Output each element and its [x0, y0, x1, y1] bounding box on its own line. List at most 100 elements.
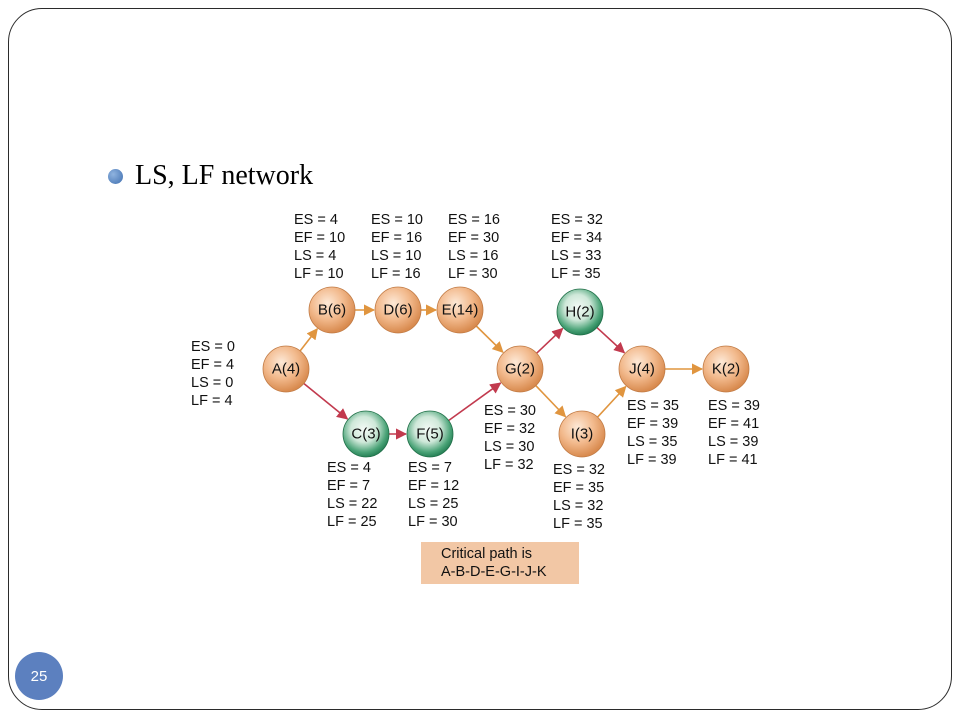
node-A: A(4) — [262, 345, 310, 393]
time-line: LF = 30 — [408, 514, 458, 530]
node-label: F(5) — [416, 426, 444, 443]
node-label: E(14) — [442, 302, 479, 319]
time-line: LF = 35 — [551, 266, 601, 282]
time-line: LF = 39 — [627, 452, 677, 468]
time-line: ES = 4 — [327, 460, 371, 476]
time-line: ES = 10 — [371, 212, 423, 228]
times-H: ES = 32 EF = 34 LS = 33 LF = 35 — [551, 212, 603, 282]
node-D: D(6) — [374, 286, 422, 334]
time-line: EF = 30 — [448, 230, 499, 246]
node-label: J(4) — [629, 361, 655, 378]
node-label: K(2) — [712, 361, 740, 378]
node-label: I(3) — [571, 426, 594, 443]
node-circle — [342, 410, 390, 458]
critical-path-title: Critical path is — [441, 546, 533, 562]
node-circle — [406, 410, 454, 458]
node-circle — [702, 345, 750, 393]
time-line: EF = 39 — [627, 416, 678, 432]
time-line: LS = 16 — [448, 248, 498, 264]
node-K: K(2) — [702, 345, 750, 393]
node-I: I(3) — [558, 410, 606, 458]
node-B: B(6) — [308, 286, 356, 334]
times-D: ES = 10 EF = 16 LS = 10 LF = 16 — [371, 212, 423, 282]
times-I: ES = 32 EF = 35 LS = 32 LF = 35 — [553, 462, 605, 532]
times-E: ES = 16 EF = 30 LS = 16 LF = 30 — [448, 212, 500, 282]
edge-H-J — [596, 326, 626, 354]
time-line: LS = 0 — [191, 375, 233, 391]
bullet-dot-icon — [108, 168, 123, 184]
times-J: ES = 35 EF = 39 LS = 35 LF = 39 — [627, 398, 679, 468]
node-label: B(6) — [318, 302, 346, 319]
time-line: ES = 7 — [408, 460, 452, 476]
critical-path-box: Critical path is A-B-D-E-G-I-J-K — [421, 542, 579, 584]
time-line: ES = 0 — [191, 339, 235, 355]
bullet-item: LS, LF network — [108, 160, 313, 192]
time-line: LS = 39 — [708, 434, 758, 450]
node-C: C(3) — [342, 410, 390, 458]
time-line: LF = 16 — [371, 266, 421, 282]
edge-G-I — [535, 385, 567, 418]
node-label: D(6) — [383, 302, 412, 319]
time-line: LS = 32 — [553, 498, 603, 514]
time-line: LF = 25 — [327, 514, 377, 530]
time-line: EF = 12 — [408, 478, 459, 494]
time-line: EF = 10 — [294, 230, 345, 246]
time-line: LF = 30 — [448, 266, 498, 282]
critical-path-sequence: A-B-D-E-G-I-J-K — [441, 564, 547, 580]
time-line: LS = 30 — [484, 439, 534, 455]
time-line: LS = 35 — [627, 434, 677, 450]
node-circle — [618, 345, 666, 393]
time-line: EF = 34 — [551, 230, 602, 246]
time-line: EF = 35 — [553, 480, 604, 496]
times-B: ES = 4 EF = 10 LS = 4 LF = 10 — [294, 212, 345, 282]
page-number-badge: 25 — [15, 652, 63, 700]
bullet-text: LS, LF network — [135, 160, 314, 191]
node-G: G(2) — [496, 345, 544, 393]
node-H: H(2) — [556, 288, 604, 336]
time-line: LS = 25 — [408, 496, 458, 512]
times-C: ES = 4 EF = 7 LS = 22 LF = 25 — [327, 460, 377, 530]
times-A: ES = 0 EF = 4 LS = 0 LF = 4 — [191, 339, 235, 409]
node-circle — [308, 286, 356, 334]
node-J: J(4) — [618, 345, 666, 393]
node-circle — [374, 286, 422, 334]
time-line: EF = 16 — [371, 230, 422, 246]
node-circle — [556, 288, 604, 336]
time-line: EF = 41 — [708, 416, 759, 432]
time-line: EF = 32 — [484, 421, 535, 437]
edge-I-J — [597, 385, 627, 418]
edge-A-C — [303, 382, 349, 420]
edge-A-B — [299, 328, 318, 352]
node-F: F(5) — [406, 410, 454, 458]
time-line: ES = 35 — [627, 398, 679, 414]
time-line: EF = 7 — [327, 478, 370, 494]
node-circle — [496, 345, 544, 393]
slide-frame — [8, 8, 952, 710]
time-line: LF = 32 — [484, 457, 534, 473]
time-line: ES = 32 — [553, 462, 605, 478]
node-label: G(2) — [505, 361, 535, 378]
time-line: LS = 4 — [294, 248, 336, 264]
time-line: ES = 4 — [294, 212, 338, 228]
node-E: E(14) — [436, 286, 484, 334]
time-line: LF = 41 — [708, 452, 758, 468]
times-K: ES = 39 EF = 41 LS = 39 LF = 41 — [708, 398, 760, 468]
node-circle — [262, 345, 310, 393]
node-label: C(3) — [351, 426, 380, 443]
time-line: LF = 35 — [553, 516, 603, 532]
time-line: LS = 33 — [551, 248, 601, 264]
time-line: ES = 30 — [484, 403, 536, 419]
times-F: ES = 7 EF = 12 LS = 25 LF = 30 — [408, 460, 459, 530]
node-label: H(2) — [565, 304, 594, 321]
time-line: EF = 4 — [191, 357, 234, 373]
node-label: A(4) — [272, 361, 300, 378]
edge-G-H — [536, 327, 564, 354]
time-line: LS = 22 — [327, 496, 377, 512]
times-G: ES = 30 EF = 32 LS = 30 LF = 32 — [484, 403, 536, 473]
node-circle — [436, 286, 484, 334]
time-line: LS = 10 — [371, 248, 421, 264]
time-line: LF = 4 — [191, 393, 233, 409]
time-line: ES = 16 — [448, 212, 500, 228]
time-line: ES = 39 — [708, 398, 760, 414]
time-line: LF = 10 — [294, 266, 344, 282]
